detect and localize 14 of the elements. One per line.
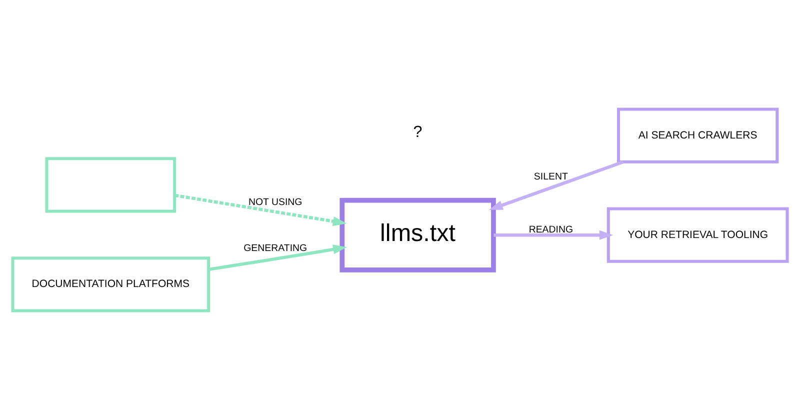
arrow [208, 244, 347, 272]
edge-label: READING [528, 224, 574, 236]
edge-label: GENERATING [244, 242, 308, 254]
label: ? [413, 123, 422, 142]
node-box: AI SEARCH CRAWLERS [617, 108, 779, 164]
node-box: YOUR RETRIEVAL TOOLING [606, 207, 789, 263]
arrow [174, 194, 347, 226]
edge-label: NOT USING [248, 196, 302, 208]
node-box: DOCUMENTATION PLATFORMS [11, 256, 210, 312]
arrow [488, 160, 624, 210]
node-box [45, 157, 176, 213]
arrow [494, 230, 614, 240]
edge-label: SILENT [534, 172, 568, 183]
node-box: llms.txt [340, 198, 496, 272]
